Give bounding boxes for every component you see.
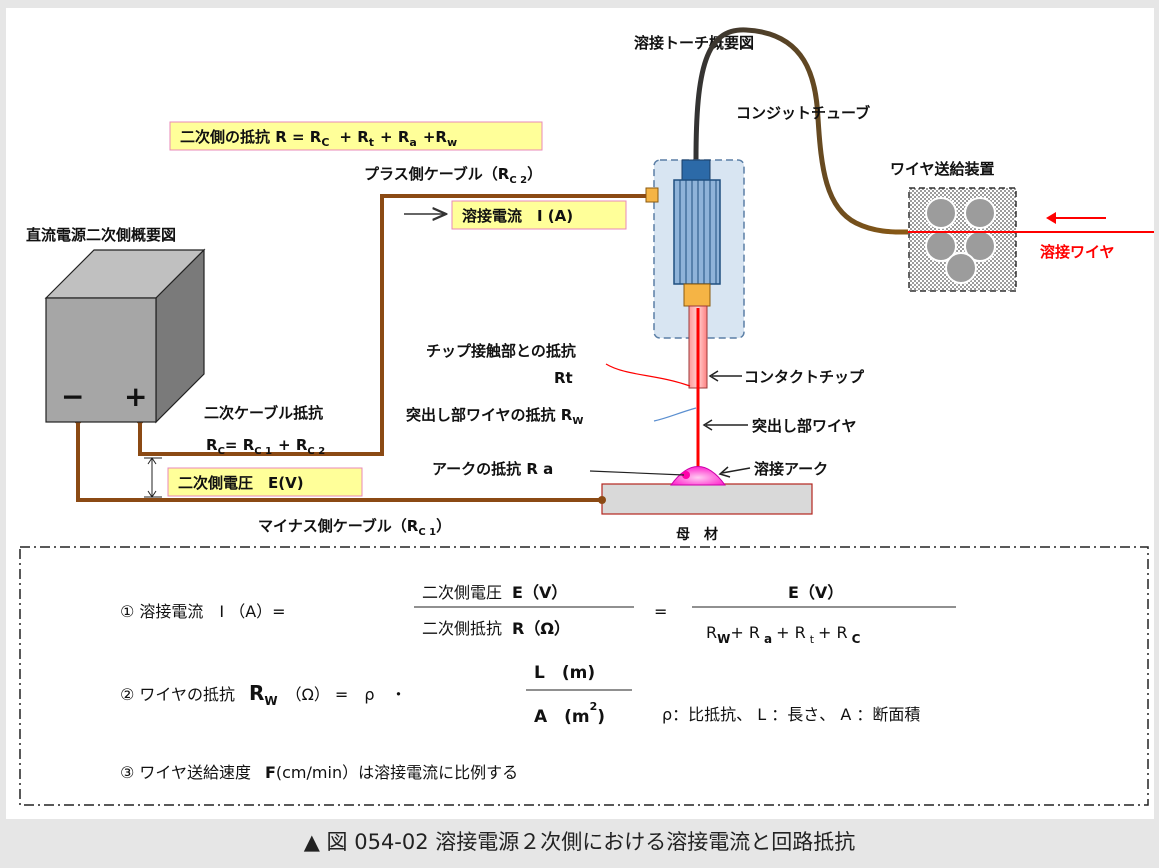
- sec-cable-formula: RC= RC 1+ RC 2: [206, 436, 325, 457]
- weld-arc-label: 溶接アーク: [754, 460, 828, 478]
- formula1-lhs: ① 溶接電流 I （A）=: [120, 602, 286, 621]
- minus-cable: [76, 420, 602, 502]
- weld-arc: [670, 466, 726, 486]
- base-metal-label: 母 材: [676, 526, 718, 543]
- chip-resist-leader: [605, 363, 691, 387]
- stickout-resist-leader: [653, 407, 697, 422]
- current-label: 溶接電流 I (A): [462, 207, 573, 225]
- plus-terminal: +: [124, 380, 147, 413]
- power-title: 直流電源二次側概要図: [26, 226, 176, 244]
- figure-caption: ▲ 図 054-02 溶接電源２次側における溶接電流と回路抵抗: [303, 830, 856, 854]
- chip-resist-label: チップ接触部との抵抗: [426, 342, 576, 360]
- plus-cable: [138, 194, 646, 456]
- minus-terminal: −: [61, 380, 84, 413]
- base-metal: [601, 483, 813, 515]
- conduit-tube: [693, 27, 909, 235]
- weld-wire-label: 溶接ワイヤ: [1040, 243, 1115, 261]
- minus-cable-label: マイナス側ケーブル（RC 1）: [258, 517, 451, 538]
- conduit-label: コンジットチューブ: [736, 104, 870, 122]
- stickout-resist-label: 突出し部ワイヤの抵抗 RW: [406, 406, 583, 427]
- diagram-panel: 溶接トーチ概要図 コンジットチューブ ワイヤ送給装置 溶接ワイヤ: [6, 8, 1154, 819]
- feed-direction-arrow: [1046, 212, 1106, 224]
- stickout-wire-arrow: [702, 419, 748, 431]
- circuit-diagram: 溶接トーチ概要図 コンジットチューブ ワイヤ送給装置 溶接ワイヤ: [19, 27, 1154, 806]
- resistance-box: [169, 121, 543, 151]
- voltage-indicator: [144, 457, 162, 498]
- voltage-label: 二次側電圧 E(V): [178, 474, 304, 492]
- contact-tip-label: コンタクトチップ: [744, 368, 865, 386]
- power-source: [44, 248, 206, 424]
- welding-torch: [645, 159, 745, 389]
- arc-point: [682, 471, 690, 479]
- formula1-eq: =: [654, 602, 667, 621]
- svg-text:二次側の抵抗 R = RC+ Rt+ Ra+Rw: 二次側の抵抗 R = RC+ Rt+ Ra+Rw: [180, 128, 457, 149]
- voltage-box: [167, 467, 363, 497]
- formula2-note: ρ：比抵抗、 L ：長さ、 A ：断面積: [662, 705, 920, 724]
- formula2-num: L (m): [534, 663, 595, 683]
- plus-cable-label: プラス側ケーブル（RC 2）: [364, 165, 542, 186]
- contact-tip-arrow: [708, 370, 742, 382]
- weld-arc-arrow: [718, 466, 751, 478]
- formula1-rhs-num: E（V）: [788, 583, 843, 602]
- feeder-label: ワイヤ送給装置: [890, 160, 995, 178]
- chip-resist-symbol: Rt: [554, 369, 573, 387]
- wire-feeder: [908, 187, 1017, 292]
- stickout-wire-label: 突出し部ワイヤ: [752, 417, 857, 435]
- sec-cable-label: 二次ケーブル抵抗: [204, 404, 323, 422]
- current-box: [451, 200, 627, 230]
- formula2-den: A (m2): [534, 700, 605, 727]
- resistance-equation: 二次側の抵抗 R = R: [180, 128, 322, 146]
- formula-box: [19, 546, 1149, 806]
- arc-resist-label: アークの抵抗 R a: [432, 460, 553, 478]
- arc-resist-leader: [589, 470, 685, 476]
- torch-title: 溶接トーチ概要図: [634, 34, 754, 52]
